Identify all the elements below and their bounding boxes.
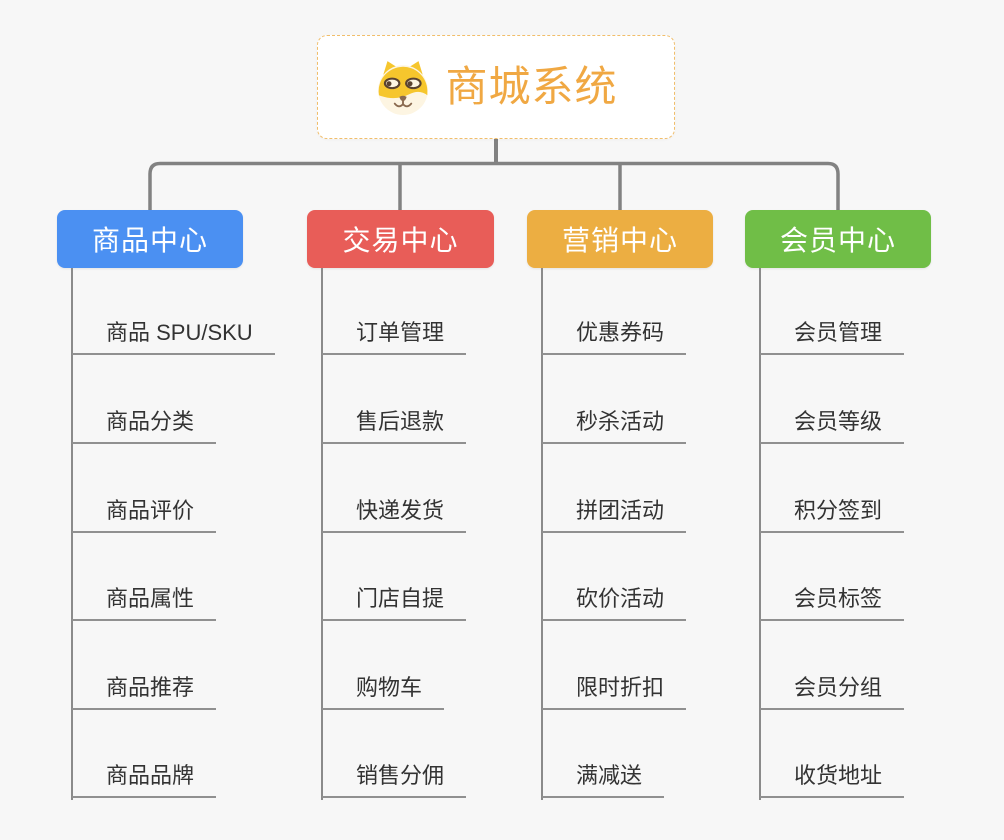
branch-marketing-center: 营销中心 优惠券码 秒杀活动 拼团活动 砍价活动 限时折扣 满减送 xyxy=(527,210,772,830)
leaf-node[interactable]: 购物车 xyxy=(322,675,445,710)
leaf-node[interactable]: 订单管理 xyxy=(322,320,467,355)
leaf-node[interactable]: 售后退款 xyxy=(322,409,467,444)
leaf-node[interactable]: 商品品牌 xyxy=(72,763,217,798)
leaf-node[interactable]: 商品评价 xyxy=(72,498,217,533)
leaf-node[interactable]: 秒杀活动 xyxy=(542,409,687,444)
leaf-node[interactable]: 会员等级 xyxy=(760,409,905,444)
root-node-mall-system[interactable]: 商城系统 xyxy=(317,35,675,139)
leaf-node[interactable]: 拼团活动 xyxy=(542,498,687,533)
branch-trade-center: 交易中心 订单管理 售后退款 快递发货 门店自提 购物车 销售分佣 xyxy=(307,210,552,830)
branch-trunk-line xyxy=(541,268,543,800)
branch-header-trade-center[interactable]: 交易中心 xyxy=(307,210,494,268)
branch-header-member-center[interactable]: 会员中心 xyxy=(745,210,931,268)
leaf-node[interactable]: 砍价活动 xyxy=(542,586,687,621)
leaf-node[interactable]: 商品推荐 xyxy=(72,675,217,710)
leaf-node[interactable]: 商品属性 xyxy=(72,586,217,621)
branch-trunk-line xyxy=(71,268,73,800)
leaf-node[interactable]: 会员管理 xyxy=(760,320,905,355)
leaf-node[interactable]: 收货地址 xyxy=(760,763,905,798)
shiba-dog-icon xyxy=(374,58,432,116)
leaf-node[interactable]: 会员标签 xyxy=(760,586,905,621)
branch-header-product-center[interactable]: 商品中心 xyxy=(57,210,243,268)
leaf-node[interactable]: 积分签到 xyxy=(760,498,905,533)
leaf-node[interactable]: 商品 SPU/SKU xyxy=(72,320,275,355)
branch-member-center: 会员中心 会员管理 会员等级 积分签到 会员标签 会员分组 收货地址 xyxy=(745,210,990,830)
branch-trunk-line xyxy=(321,268,323,800)
leaf-node[interactable]: 快递发货 xyxy=(322,498,467,533)
branch-header-marketing-center[interactable]: 营销中心 xyxy=(527,210,713,268)
leaf-node[interactable]: 优惠券码 xyxy=(542,320,687,355)
leaf-node[interactable]: 商品分类 xyxy=(72,409,217,444)
leaf-node[interactable]: 销售分佣 xyxy=(322,763,467,798)
leaf-node[interactable]: 满减送 xyxy=(542,763,665,798)
leaf-node[interactable]: 会员分组 xyxy=(760,675,905,710)
branch-trunk-line xyxy=(759,268,761,800)
root-title: 商城系统 xyxy=(445,63,618,110)
leaf-node[interactable]: 门店自提 xyxy=(322,586,467,621)
branch-product-center: 商品中心 商品 SPU/SKU 商品分类 商品评价 商品属性 商品推荐 商品品牌 xyxy=(57,210,302,830)
leaf-node[interactable]: 限时折扣 xyxy=(542,675,687,710)
